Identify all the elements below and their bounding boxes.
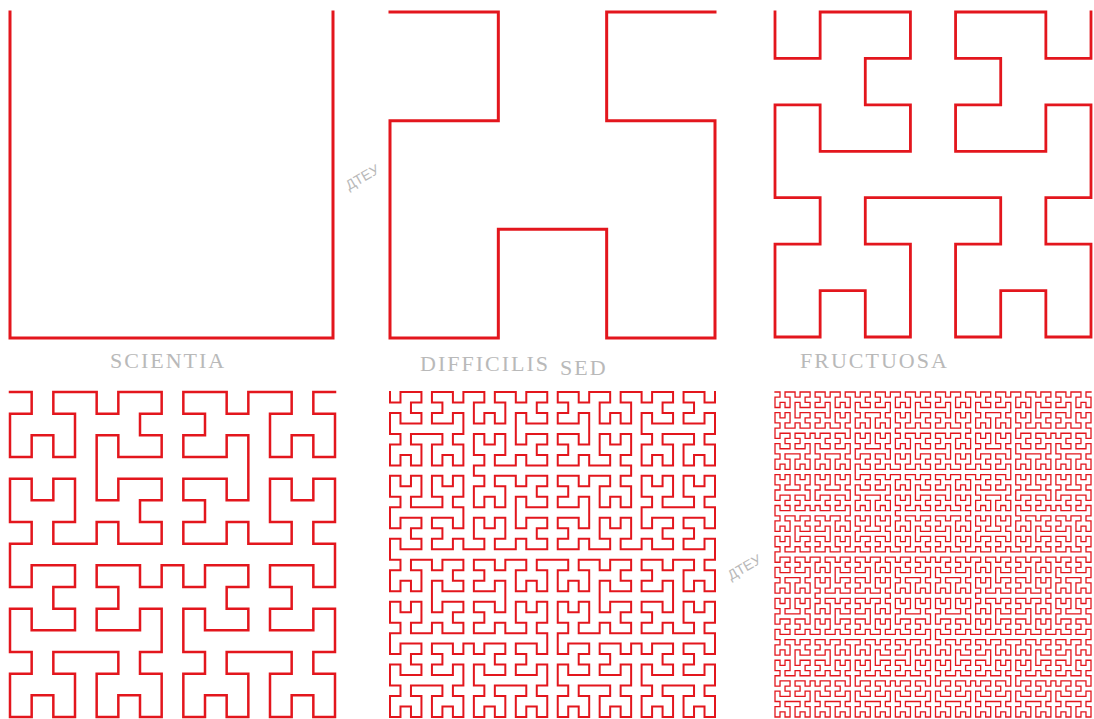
hilbert-curve [775, 392, 1091, 717]
watermark-text: ДТЕУ [725, 552, 763, 582]
hilbert-curve [390, 392, 715, 717]
watermark-text: ДТЕУ [343, 162, 381, 192]
hilbert-curve [775, 12, 1091, 337]
hilbert-curve [390, 12, 715, 338]
hilbert-curve [10, 392, 335, 717]
watermark-text: DIFFICILIS [420, 353, 550, 375]
watermark-text: FRUCTUOSA [800, 350, 949, 372]
watermark-text: SED [560, 357, 608, 379]
hilbert-curve [10, 12, 333, 338]
watermark-text: SCIENTIA [110, 350, 226, 372]
